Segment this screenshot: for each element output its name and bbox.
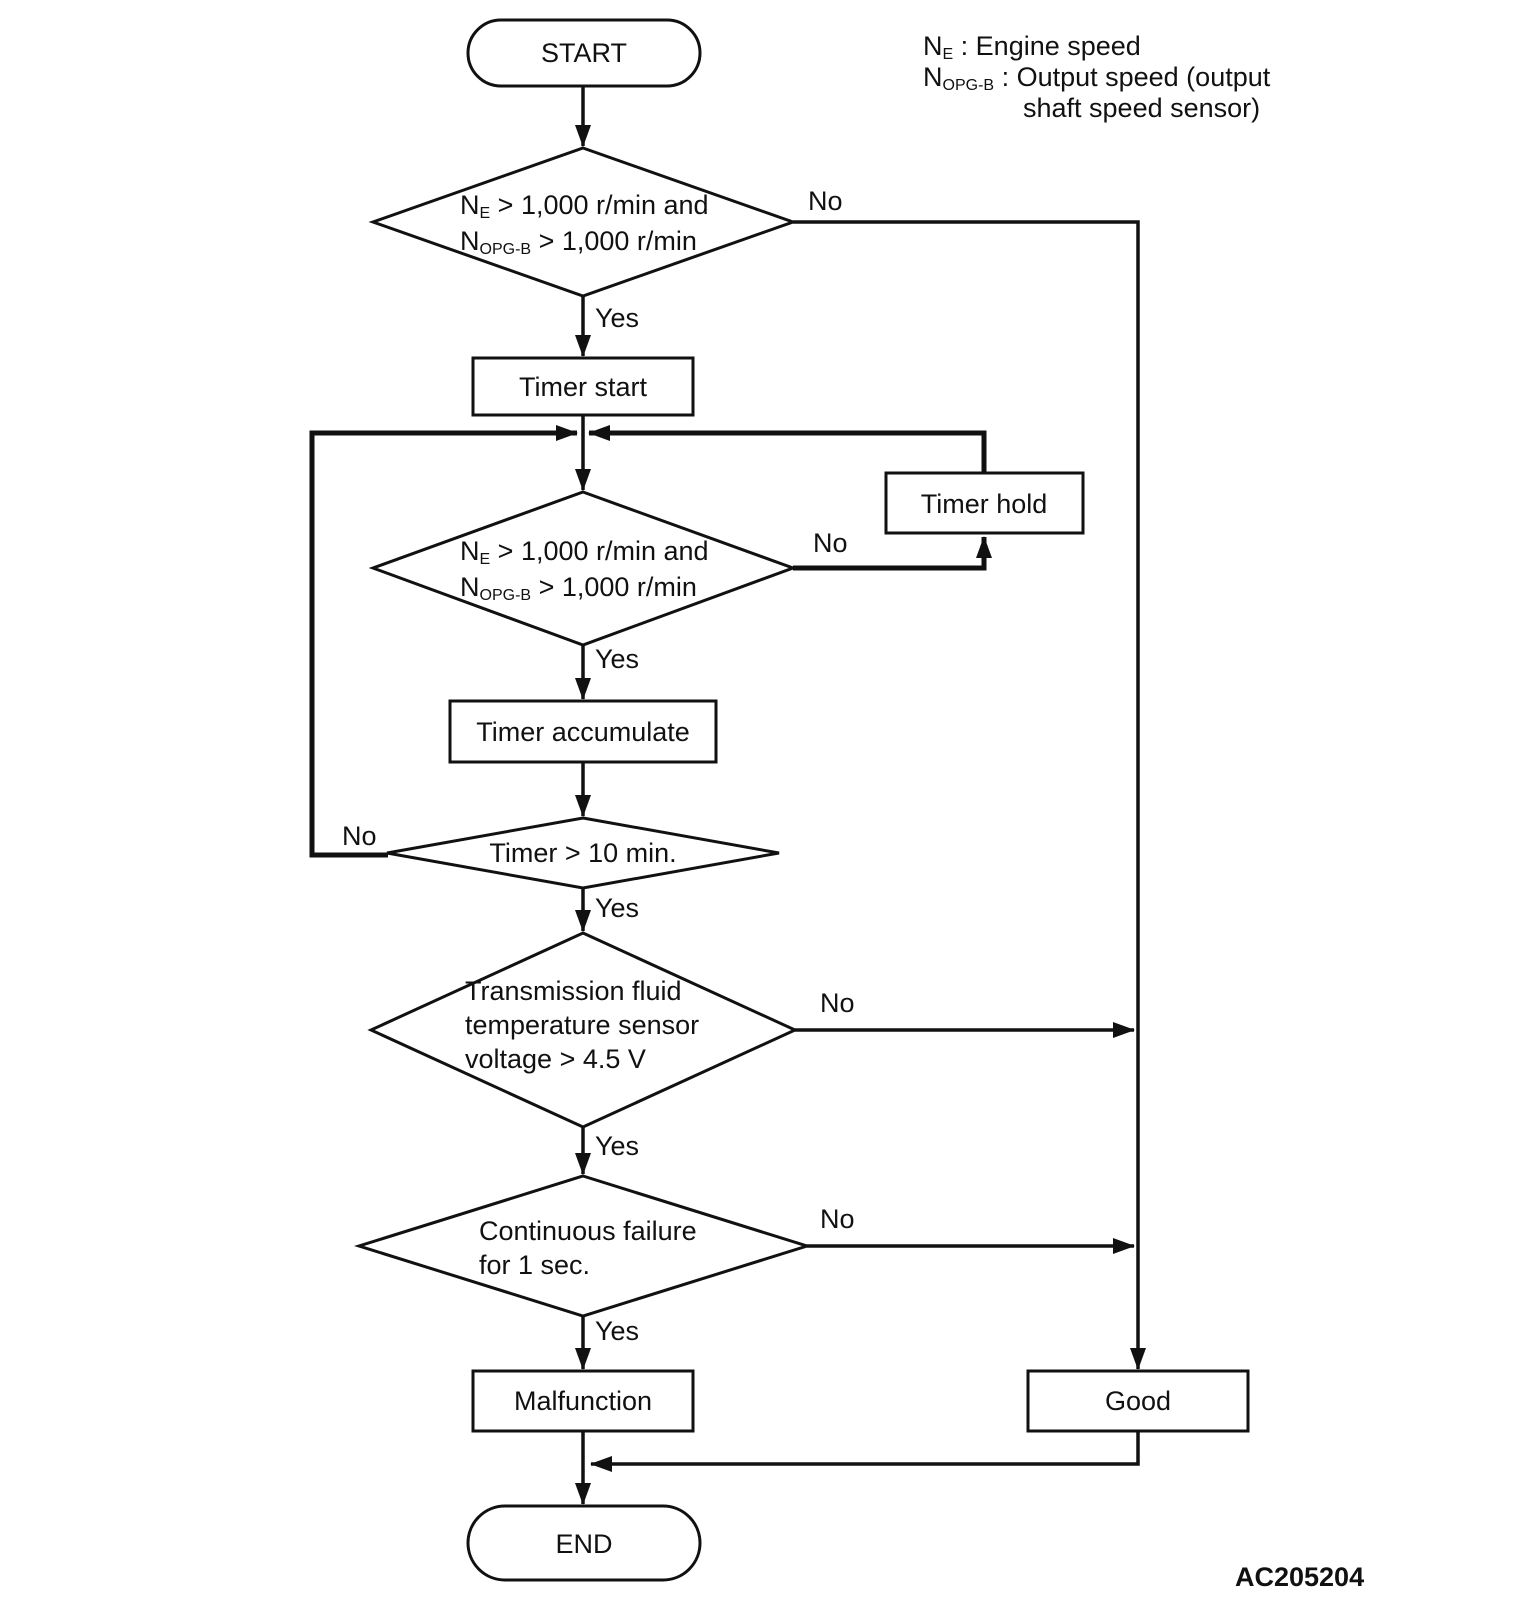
end-label: END [555,1529,612,1559]
check-failure-line-2: for 1 sec. [479,1250,590,1280]
label-no-5: No [820,1204,855,1234]
label-no-1: No [808,186,843,216]
check-speed-2-line-2: NOPG-B > 1,000 r/min [460,572,697,604]
start-label: START [541,38,627,68]
check-voltage-line-2: temperature sensor [465,1010,699,1040]
terminator-start [466,18,702,88]
label-yes-3: Yes [595,893,639,923]
decision-check-speed-1 [368,146,798,298]
label-yes-2: Yes [595,644,639,674]
decision-check-timer [386,816,780,890]
decision-check-speed-2 [368,490,798,647]
check-speed-2-line-1: NE > 1,000 r/min and [460,536,709,568]
legend-line-2: NOPG-B : Output speed (output [923,62,1271,94]
legend-line-1: NE : Engine speed [923,31,1141,63]
label-yes-5: Yes [595,1316,639,1346]
decision-check-failure [353,1174,813,1318]
label-yes-1: Yes [595,303,639,333]
check-voltage-line-3: voltage > 4.5 V [465,1044,646,1074]
edge-check-timer-no-loop [309,425,578,858]
label-no-2: No [813,528,848,558]
process-timer-hold [884,471,1085,535]
malfunction-label: Malfunction [514,1386,652,1416]
process-timer-accumulate [448,699,718,764]
label-no-3: No [342,821,377,851]
decision-check-voltage [367,931,799,1129]
edge-timer-hold-to-junction [588,425,987,473]
check-failure-line-1: Continuous failure [479,1216,697,1246]
edge-good-to-merge [590,1431,1140,1472]
check-speed-1-line-1: NE > 1,000 r/min and [460,190,709,222]
legend-line-3: shaft speed sensor) [1023,93,1260,123]
edge-check-speed-2-no-to-timer-hold [793,536,992,571]
check-voltage-line-1: Transmission fluid [465,976,682,1006]
timer-accumulate-label: Timer accumulate [476,717,690,747]
edge-check-speed-1-no-to-good [793,220,1146,1370]
process-good [1026,1369,1250,1433]
process-malfunction [471,1369,695,1433]
label-yes-4: Yes [595,1131,639,1161]
good-label: Good [1105,1386,1171,1416]
process-timer-start [471,356,695,417]
label-no-4: No [820,988,855,1018]
terminator-end [466,1504,702,1582]
check-speed-1-line-2: NOPG-B > 1,000 r/min [460,226,697,258]
check-timer-label: Timer > 10 min. [489,838,676,868]
timer-start-label: Timer start [519,372,647,402]
figure-code: AC205204 [1235,1562,1364,1592]
timer-hold-label: Timer hold [921,489,1048,519]
